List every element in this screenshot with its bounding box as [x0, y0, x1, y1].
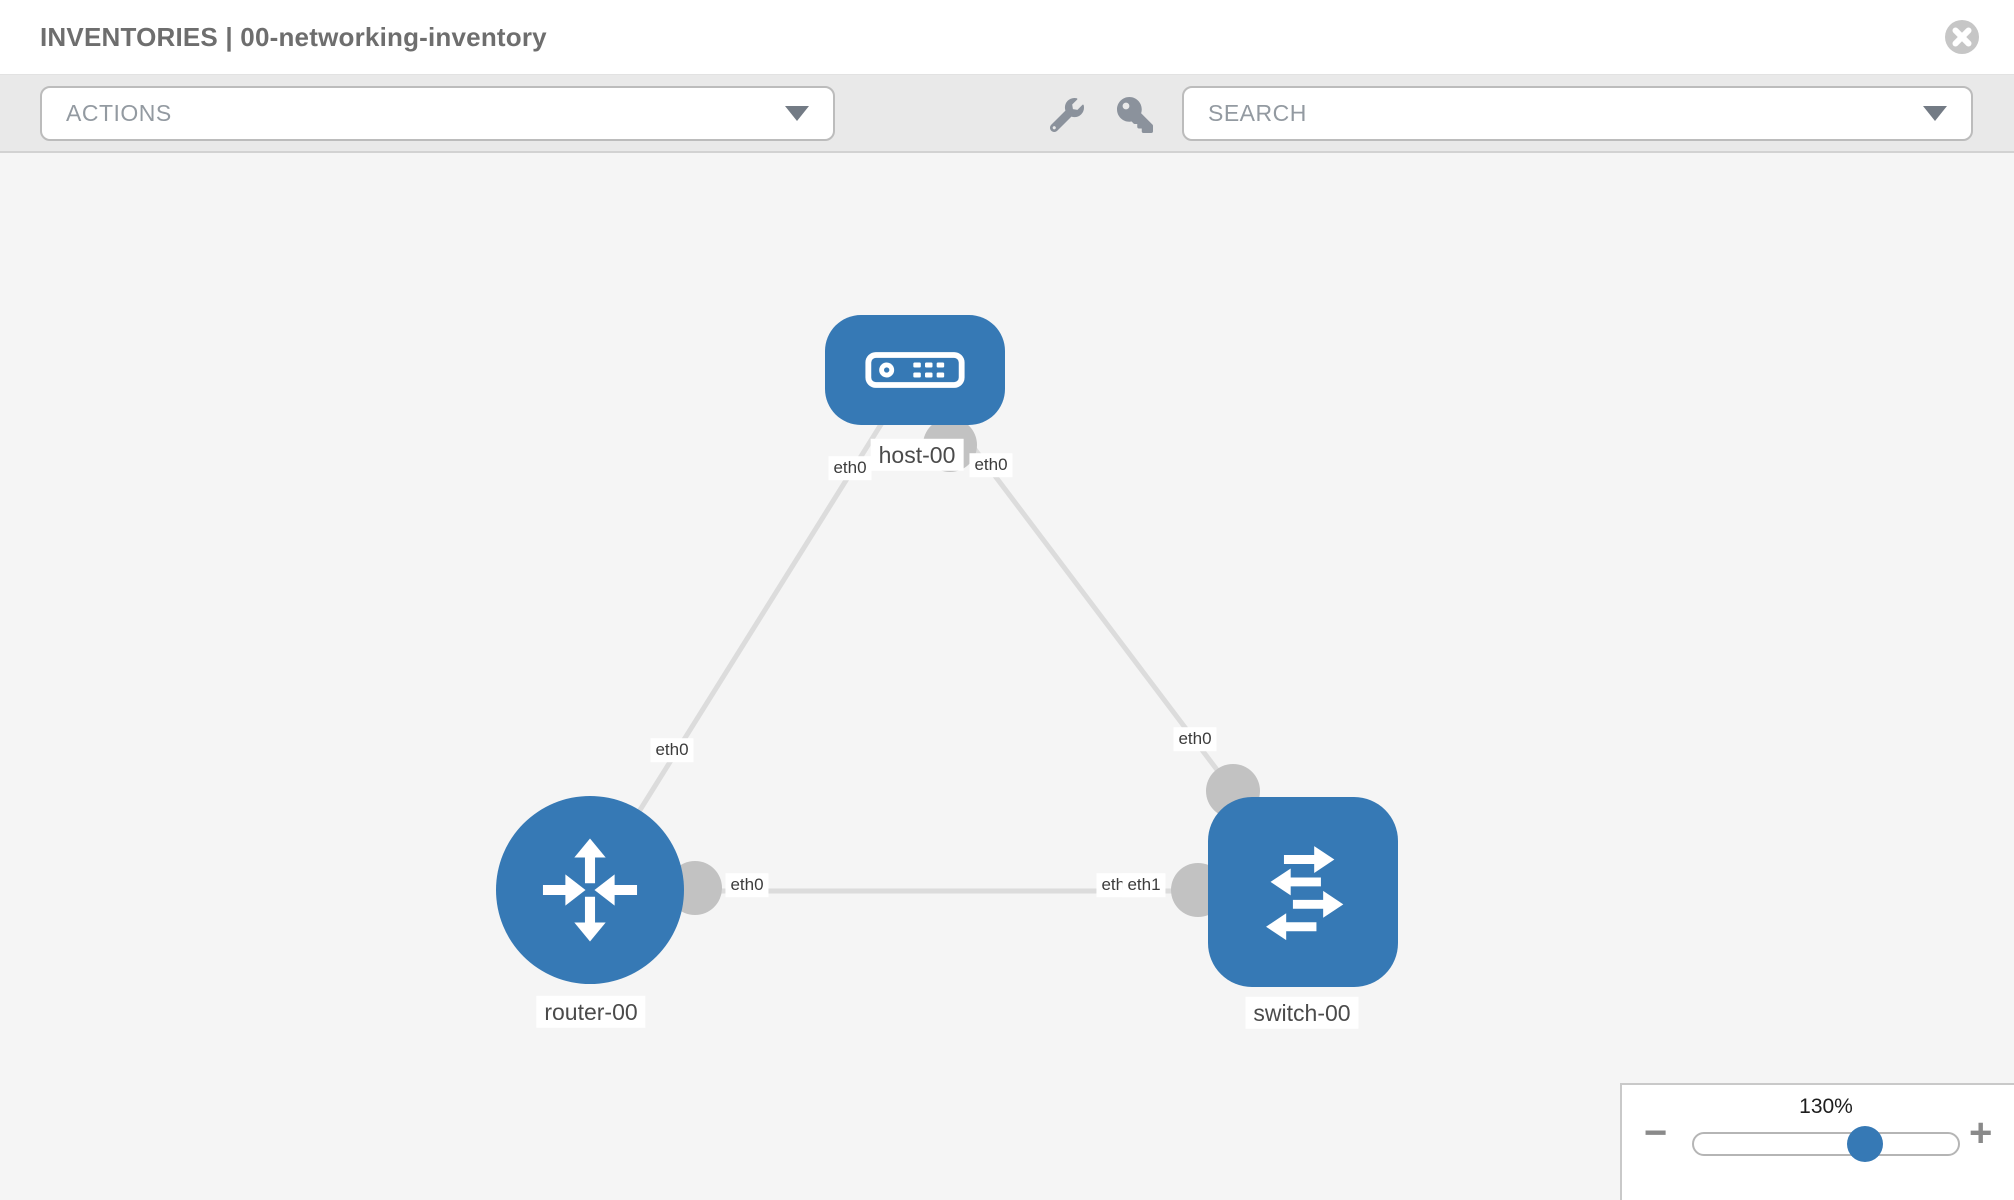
chevron-down-icon [1923, 106, 1947, 121]
wrench-icon [1050, 98, 1084, 132]
actions-dropdown-label: ACTIONS [66, 100, 172, 126]
actions-dropdown[interactable]: ACTIONS [40, 86, 835, 141]
zoom-level-value: 130% [1799, 1095, 1853, 1118]
node-host-00[interactable] [825, 315, 1005, 425]
node-router-00[interactable] [496, 796, 684, 984]
credentials-button[interactable] [1115, 95, 1155, 135]
page-title: INVENTORIES | 00-networking-inventory [40, 21, 547, 52]
close-button[interactable] [1944, 19, 1980, 55]
topology-canvas[interactable]: host-00 router-00 switch-00 eth0 eth0 et… [0, 153, 2014, 1200]
zoom-control-panel: 130% − + [1620, 1083, 2014, 1200]
zoom-slider-thumb[interactable] [1847, 1126, 1883, 1162]
topology-links-layer [587, 368, 1260, 917]
iface-label-host-to-router: eth0 [828, 456, 872, 480]
key-icon [1117, 97, 1153, 133]
tools-button[interactable] [1047, 95, 1087, 135]
zoom-in-button[interactable]: + [1969, 1111, 1993, 1155]
iface-label-router-to-switch: eth0 [725, 873, 769, 897]
switch-icon [1266, 846, 1344, 941]
iface-label-host-to-switch: eth0 [969, 453, 1013, 477]
node-label-router-00[interactable]: router-00 [536, 995, 646, 1029]
search-placeholder: SEARCH [1208, 100, 1307, 126]
host-icon [865, 352, 965, 388]
router-icon [542, 838, 638, 942]
search-dropdown[interactable]: SEARCH [1182, 86, 1973, 141]
chevron-down-icon [785, 106, 809, 121]
header: INVENTORIES | 00-networking-inventory [0, 0, 2014, 74]
zoom-slider-track[interactable] [1692, 1132, 1960, 1156]
toolbar: ACTIONS SEARCH [0, 74, 2014, 153]
iface-label-router-to-host: eth0 [650, 738, 694, 762]
close-icon [1945, 20, 1979, 54]
node-label-host-00[interactable]: host-00 [870, 438, 964, 472]
node-switch-00[interactable] [1208, 797, 1398, 987]
node-label-switch-00[interactable]: switch-00 [1245, 996, 1359, 1030]
iface-label-switch-to-host: eth0 [1173, 727, 1217, 751]
iface-label-switch-to-router: eth1 [1122, 873, 1166, 897]
zoom-out-button[interactable]: − [1644, 1111, 1668, 1155]
